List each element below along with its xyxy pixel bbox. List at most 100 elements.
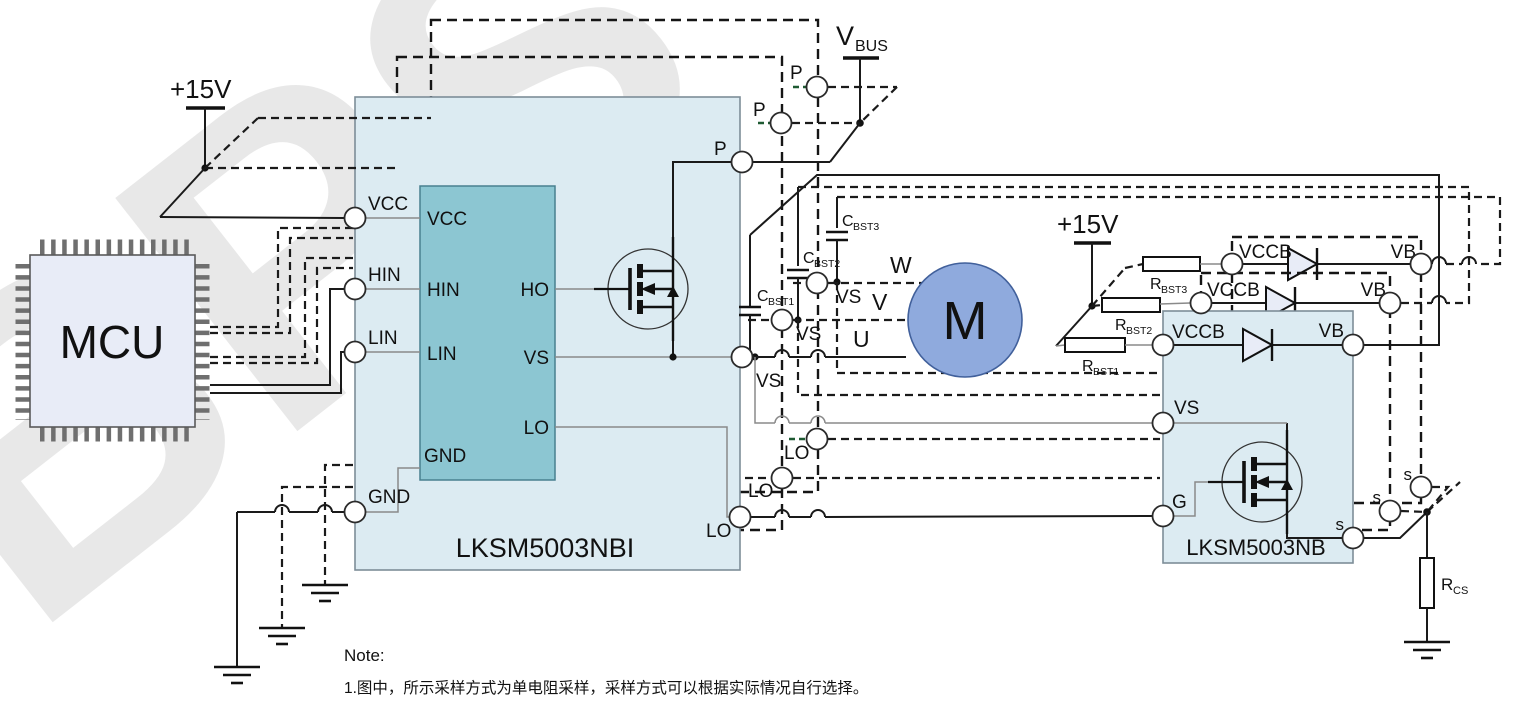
- shunt-sense-net: R CS: [1364, 481, 1468, 660]
- pin-vccb2: [1189, 291, 1213, 315]
- pin-s2: [1378, 499, 1402, 523]
- bootstrap-line-3: [837, 195, 1502, 266]
- chip-pin-lo: LO: [524, 418, 549, 439]
- cbst3-capacitor: [824, 230, 850, 242]
- pin-vb1: [1341, 333, 1365, 357]
- supply-15v-left-label: +15V: [170, 74, 232, 104]
- pin-vcc-label: VCC: [368, 194, 408, 215]
- chip-pin-vcc: VCC: [427, 209, 467, 230]
- pin-s3: [1409, 475, 1433, 499]
- rbst1-label-sub: BST1: [1093, 366, 1119, 378]
- pin-lo3: [805, 427, 829, 451]
- pin-right-vs: [1151, 411, 1175, 435]
- pin-vccb3: [1220, 252, 1244, 276]
- chip-pin-vs: VS: [524, 348, 549, 369]
- pin-vs3-label: VS: [836, 287, 861, 308]
- pin-s1: [1341, 526, 1365, 550]
- right-s2-label: s: [1373, 488, 1382, 507]
- pin-vs3: [805, 271, 829, 295]
- vbus-label-sub: BUS: [855, 38, 888, 55]
- cbst3-label-sub: BST3: [853, 221, 879, 233]
- lo1-gate-line: [751, 509, 1153, 518]
- mcu-signal-dashed-3: [210, 256, 353, 359]
- cbst2-capacitor: [785, 268, 811, 280]
- pin-gnd: [343, 500, 367, 524]
- pin-lo1: [728, 505, 752, 529]
- pin-vb3: [1409, 252, 1433, 276]
- mcu-hin-wire: [210, 288, 345, 386]
- pin-vb2: [1378, 291, 1402, 315]
- pin-lo3-label: LO: [784, 443, 809, 464]
- supply-15v-left: +15V: [159, 74, 431, 219]
- note-item-1: 1.图中，所示采样方式为单电阻采样，采样方式可以根据实际情况自行选择。: [344, 679, 868, 697]
- motor-label: M: [943, 291, 988, 351]
- rbst3-resistor: [1142, 256, 1201, 272]
- mcu-signal-dashed-2: [210, 236, 353, 335]
- right-vs-label: VS: [1174, 398, 1199, 419]
- pin-hin: [343, 277, 367, 301]
- pin-p1-label: P: [714, 139, 727, 160]
- mosfet-drain-wire: [672, 161, 731, 237]
- rbst2-label: R: [1115, 317, 1127, 334]
- chip-pin-ho: HO: [521, 280, 550, 301]
- bootstrap-line-1: [749, 174, 1440, 346]
- vb1-label: VB: [1319, 321, 1344, 342]
- pin-hin-label: HIN: [368, 265, 401, 286]
- phase-v-label: V: [872, 289, 888, 315]
- pin-vs2: [770, 308, 794, 332]
- rbst3-label: R: [1150, 276, 1162, 293]
- phase-v-reroute: [796, 320, 1160, 397]
- cbst1-capacitor: [737, 305, 763, 317]
- cbst2-label: C: [803, 250, 815, 267]
- pin-vs1-label: VS: [756, 371, 781, 392]
- pin-vs1: [730, 345, 754, 369]
- rcs-label-sub: CS: [1453, 585, 1468, 597]
- pin-p1: [730, 150, 754, 174]
- gnd-network: [212, 463, 353, 685]
- mcu-signal-dashed-4: [210, 266, 353, 365]
- bootstrap-diode-3: [1286, 246, 1319, 282]
- chip-pin-gnd: GND: [424, 446, 466, 467]
- mcu-label: MCU: [60, 316, 165, 368]
- pin-lo2: [770, 466, 794, 490]
- phase-u-label: U: [853, 326, 870, 352]
- mcu-signal-dashed-1: [210, 226, 353, 329]
- phase-u-reroute: [754, 357, 1152, 424]
- rbst1-label: R: [1082, 358, 1094, 375]
- vccb1-label: VCCB: [1172, 322, 1225, 343]
- right-g-label: G: [1172, 492, 1187, 513]
- driver-chip-box: [419, 185, 556, 481]
- vccb2-label: VCCB: [1207, 280, 1260, 301]
- ground-symbol-2: [257, 626, 307, 646]
- pin-vcc: [343, 206, 367, 230]
- chip-pin-hin: HIN: [427, 280, 460, 301]
- pin-lin: [343, 340, 367, 364]
- right-module-copy3-internals: VCCB VB: [1232, 242, 1421, 282]
- motor: [907, 262, 1023, 378]
- supply-15v-right-label: +15V: [1057, 209, 1119, 239]
- phase-u-line: [753, 349, 906, 358]
- chip-pin-lin: LIN: [427, 344, 457, 365]
- phase-w-reroute: [835, 282, 1160, 375]
- pin-p3-label: P: [790, 63, 803, 84]
- phase-w-label: W: [890, 252, 912, 278]
- mcu-lin-wire: [210, 351, 345, 394]
- pin-lo2-label: LO: [748, 481, 773, 502]
- right-module-title: LKSM5003NB: [1186, 535, 1325, 560]
- supply-15v-right: +15V: [1055, 209, 1144, 347]
- vccb3-label: VCCB: [1239, 242, 1292, 263]
- vb3-label: VB: [1391, 242, 1416, 263]
- cbst3-label: C: [842, 213, 854, 230]
- rbst2-resistor: [1101, 297, 1161, 313]
- vb2-label: VB: [1361, 280, 1386, 301]
- pin-p3: [805, 75, 829, 99]
- right-module-copy2-internals: VCCB VB: [1201, 280, 1390, 321]
- bootstrap-line-2: [798, 185, 1471, 305]
- rbst3-label-sub: BST3: [1161, 284, 1187, 296]
- right-s1-label: s: [1336, 515, 1345, 534]
- left-module-title: LKSM5003NBI: [456, 533, 635, 563]
- cbst1-label: C: [757, 288, 769, 305]
- cbst1-label-sub: BST1: [768, 296, 794, 308]
